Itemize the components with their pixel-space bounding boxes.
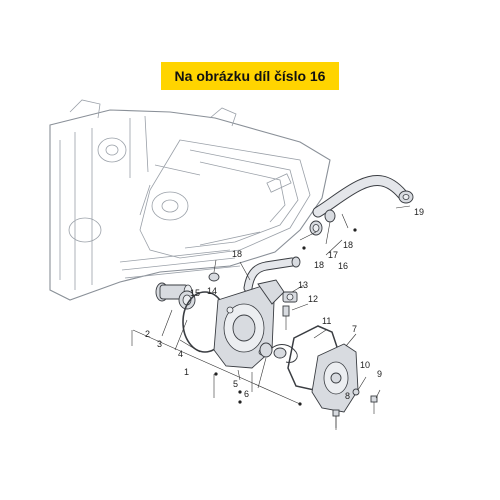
callout-19: 19 — [414, 207, 424, 217]
clip-part — [271, 344, 298, 363]
banner-text: Na obrázku díl číslo 16 — [174, 68, 326, 84]
callout-17: 17 — [328, 250, 338, 260]
bolt-part-9 — [370, 395, 378, 414]
callout-15: 15 — [190, 288, 200, 298]
callout-7: 7 — [352, 324, 357, 334]
callout-18-right: 18 — [343, 240, 353, 250]
callout-8: 8 — [345, 391, 350, 401]
callout-18-middle: 18 — [314, 260, 324, 270]
washer-part-10 — [352, 388, 360, 396]
callout-5: 5 — [233, 379, 238, 389]
seal-part-5 — [259, 342, 273, 358]
pump-housing-part-1 — [213, 279, 285, 369]
callout-12: 12 — [308, 294, 318, 304]
engine-block-drawing — [49, 99, 331, 301]
callout-13: 13 — [298, 280, 308, 290]
callout-16: 16 — [338, 261, 348, 271]
callout-11: 11 — [322, 316, 331, 326]
leader-lines — [131, 205, 411, 430]
callout-4: 4 — [178, 349, 183, 359]
callout-10: 10 — [360, 360, 370, 370]
bolt-part-12 — [282, 305, 290, 330]
callout-labels: 1 2 3 4 5 6 7 8 9 10 11 12 13 14 15 16 1… — [145, 207, 424, 401]
ring-part-14 — [208, 272, 220, 282]
callout-6: 6 — [244, 389, 249, 399]
callout-3: 3 — [157, 339, 162, 349]
washer-part-6 — [273, 347, 287, 359]
callout-1: 1 — [184, 367, 189, 377]
callout-14: 14 — [207, 286, 217, 296]
leader-dots — [214, 228, 357, 406]
part-number-banner: Na obrázku díl číslo 16 — [161, 62, 339, 90]
hose-clamps — [309, 209, 336, 236]
cover-part-7 — [311, 343, 359, 413]
fitting-part-13 — [282, 291, 298, 303]
elbow-hose — [243, 256, 301, 293]
callout-2: 2 — [145, 329, 150, 339]
callout-18-left: 18 — [232, 249, 242, 259]
hose-part-16 — [312, 175, 414, 218]
callout-9: 9 — [377, 369, 382, 379]
